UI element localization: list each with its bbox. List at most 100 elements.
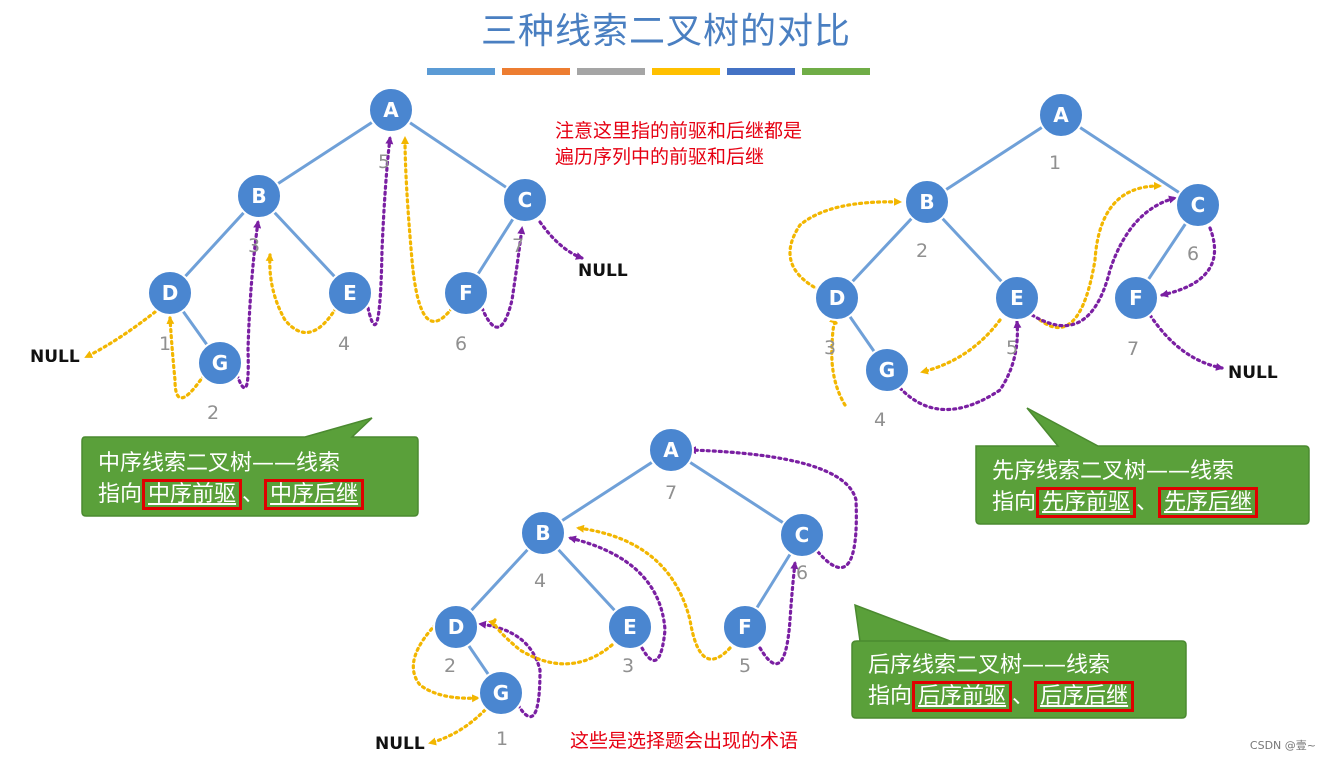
postorder-thread-G-D <box>478 620 542 719</box>
inorder-thread-G-D <box>166 316 206 400</box>
inorder-node-label-F: F <box>459 281 473 305</box>
note-top-line2: 遍历序列中的前驱和后继 <box>555 146 765 168</box>
inorder-edge-AB <box>258 108 392 198</box>
callout-postorder-text: 后序线索二叉树——线索 指向后序前驱、后序后继 <box>868 650 1135 712</box>
postorder-thread-E-B <box>568 535 667 662</box>
inorder-node-G <box>197 340 243 386</box>
preorder-node-label-D: D <box>829 286 846 310</box>
preorder-thread-F-null <box>1148 313 1224 371</box>
preorder-node-label-C: C <box>1191 193 1206 217</box>
preorder-order-C: 6 <box>1187 243 1199 265</box>
page-title: 三种线索二叉树的对比 <box>480 11 851 52</box>
postorder-thread-E-D <box>487 618 614 666</box>
postorder-node-A <box>648 427 694 473</box>
preorder-order-B: 2 <box>916 240 928 262</box>
inorder-null-label-2: NULL <box>578 261 628 281</box>
preorder-thread-G-D <box>828 315 847 407</box>
postorder-node-C <box>779 512 825 558</box>
postorder-node-label-C: C <box>795 523 810 547</box>
postorder-node-label-B: B <box>535 521 550 545</box>
inorder-order-E: 4 <box>338 333 350 355</box>
preorder-node-label-G: G <box>879 358 895 382</box>
preorder-node-A <box>1038 92 1084 138</box>
inorder-node-B <box>236 173 282 219</box>
inorder-thread-G-B <box>235 220 262 390</box>
postorder-node-F <box>722 604 768 650</box>
inorder-order-B: 3 <box>248 235 260 257</box>
inorder-thread-F-C <box>480 226 526 329</box>
preorder-order-G: 4 <box>874 409 886 431</box>
postorder-pred-term: 后序前驱 <box>912 681 1013 712</box>
preorder-thread-G-E <box>898 320 1022 412</box>
title-color-bars <box>427 60 877 75</box>
preorder-succ-term: 先序后继 <box>1158 487 1259 518</box>
inorder-node-F <box>443 270 489 316</box>
preorder-node-label-F: F <box>1129 286 1143 310</box>
postorder-order-A: 7 <box>665 482 677 504</box>
callout-inorder-prefix: 指向 <box>98 482 143 507</box>
inorder-order-F: 6 <box>455 333 467 355</box>
inorder-order-A: 5 <box>378 151 390 173</box>
postorder-order-C: 6 <box>796 562 808 584</box>
callout-preorder-line1: 先序线索二叉树——线索 <box>992 459 1235 484</box>
postorder-node-B <box>520 510 566 556</box>
preorder-order-E: 5 <box>1006 337 1018 359</box>
title-bar-1 <box>427 68 495 75</box>
postorder-succ-term: 后序后继 <box>1034 681 1135 712</box>
preorder-null-label-1: NULL <box>1228 363 1278 383</box>
preorder-node-label-B: B <box>919 190 934 214</box>
note-bottom: 这些是选择题会出现的术语 <box>570 730 799 752</box>
postorder-order-G: 1 <box>496 728 508 750</box>
inorder-thread-D-null <box>84 306 162 359</box>
preorder-node-label-A: A <box>1053 103 1069 127</box>
title-bar-4 <box>652 68 720 75</box>
csdn-watermark: CSDN @壹~ <box>1249 739 1316 752</box>
postorder-node-label-G: G <box>493 681 509 705</box>
inorder-node-C <box>502 177 548 223</box>
preorder-thread-D-B <box>788 197 902 297</box>
inorder-order-C: 7 <box>512 235 524 257</box>
title-bar-3 <box>577 68 645 75</box>
inorder-node-label-A: A <box>383 98 399 122</box>
callout-postorder-sep: 、 <box>1012 684 1035 709</box>
postorder-thread-D-G <box>411 618 480 703</box>
note-top-line1: 注意这里指的前驱和后继都是 <box>555 120 803 142</box>
postorder-node-E <box>607 604 653 650</box>
callout-inorder-text: 中序线索二叉树——线索 指向中序前驱、中序后继 <box>98 448 365 510</box>
preorder-node-label-E: E <box>1010 286 1024 310</box>
inorder-node-A <box>368 87 414 133</box>
postorder-node-label-F: F <box>738 615 752 639</box>
inorder-thread-F-A <box>401 136 454 323</box>
inorder-node-label-C: C <box>518 188 533 212</box>
postorder-edge-AC <box>670 448 803 537</box>
postorder-node-label-A: A <box>663 438 679 462</box>
postorder-thread-G-null <box>428 708 487 746</box>
preorder-order-A: 1 <box>1049 152 1061 174</box>
postorder-order-F: 5 <box>739 655 751 677</box>
inorder-order-G: 2 <box>207 402 219 424</box>
postorder-thread-F-B <box>576 524 732 661</box>
inorder-thread-C-null <box>538 220 584 260</box>
preorder-order-D: 3 <box>824 337 836 359</box>
inorder-order-D: 1 <box>159 333 171 355</box>
title-bar-6 <box>802 68 870 75</box>
inorder-node-label-E: E <box>343 281 357 305</box>
callout-inorder-line1: 中序线索二叉树——线索 <box>98 451 341 476</box>
preorder-thread-C-F <box>1160 226 1216 298</box>
preorder-pred-term: 先序前驱 <box>1036 487 1137 518</box>
callout-postorder-prefix: 指向 <box>868 684 913 709</box>
preorder-edge-AB <box>926 113 1062 204</box>
inorder-node-E <box>327 270 373 316</box>
preorder-node-G <box>864 347 910 393</box>
preorder-thread-E-G <box>920 318 1002 375</box>
inorder-edge-AC <box>390 108 526 202</box>
callout-postorder-line1: 后序线索二叉树——线索 <box>868 653 1111 678</box>
inorder-null-label-1: NULL <box>30 347 80 367</box>
preorder-thread-E-C-succ <box>1030 195 1177 328</box>
postorder-null-label-1: NULL <box>375 734 425 754</box>
inorder-node-label-D: D <box>162 281 179 305</box>
callout-preorder-prefix: 指向 <box>992 490 1037 515</box>
postorder-node-D <box>433 604 479 650</box>
